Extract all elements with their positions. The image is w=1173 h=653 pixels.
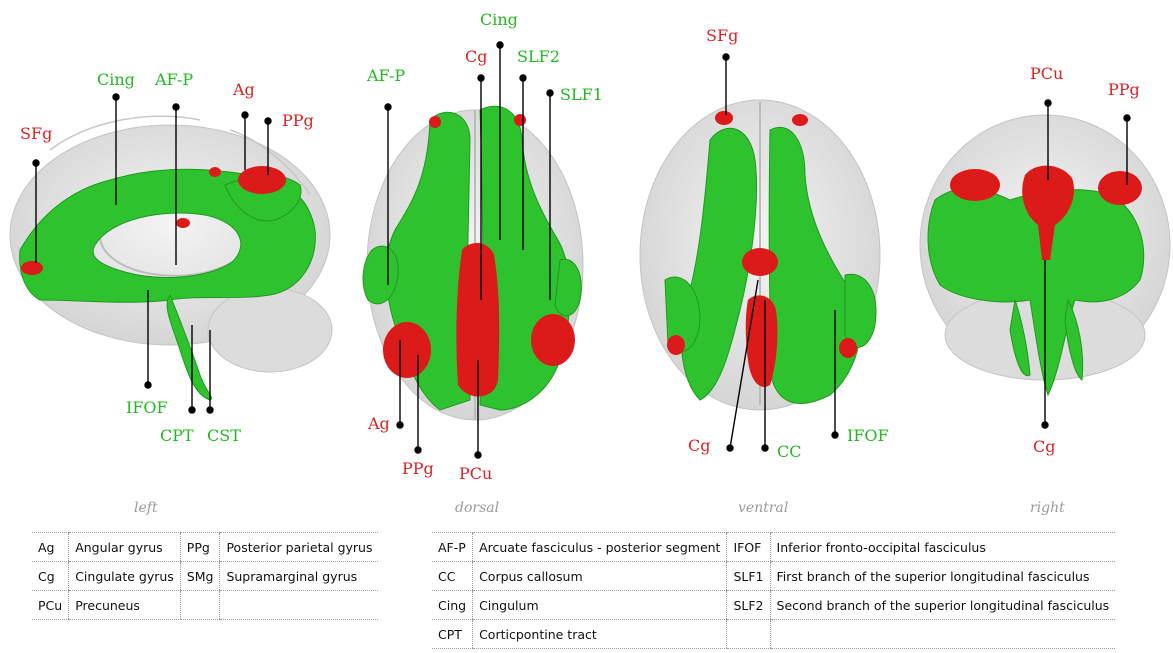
label-dorsal-ppg: PPg xyxy=(402,459,434,478)
legend-row: PCu Precuneus xyxy=(32,591,378,620)
label-dorsal-slf2: SLF2 xyxy=(517,47,560,66)
legend-name: Cingulate gyrus xyxy=(69,562,181,591)
legend-row: CC Corpus callosum SLF1 First branch of … xyxy=(432,562,1115,591)
legend-abbr: Cg xyxy=(32,562,69,591)
legend-abbr: SLF1 xyxy=(727,562,770,591)
label-right-ppg: PPg xyxy=(1108,80,1140,99)
legend-name: Corpus callosum xyxy=(473,562,727,591)
legend-abbr xyxy=(180,591,220,620)
legend-row: Ag Angular gyrus PPg Posterior parietal … xyxy=(32,533,378,562)
legend-name: Inferior fronto-occipital fasciculus xyxy=(770,533,1115,562)
legend-tracts-table: AF-P Arcuate fasciculus - posterior segm… xyxy=(432,532,1115,649)
legend-name: Precuneus xyxy=(69,591,181,620)
label-left-ppg: PPg xyxy=(282,111,314,130)
legend-abbr: AF-P xyxy=(432,533,473,562)
label-left-cing: Cing xyxy=(97,70,135,89)
view-label-left: left xyxy=(134,500,158,516)
legend-abbr: IFOF xyxy=(727,533,770,562)
legend-regions-table: Ag Angular gyrus PPg Posterior parietal … xyxy=(32,532,378,620)
legend-name xyxy=(770,620,1115,649)
legend-abbr: Ag xyxy=(32,533,69,562)
legend-row: AF-P Arcuate fasciculus - posterior segm… xyxy=(432,533,1115,562)
label-left-cst: CST xyxy=(207,426,241,445)
label-dorsal-ag: Ag xyxy=(368,414,390,433)
label-right-cg: Cg xyxy=(1033,437,1055,456)
label-left-ifof: IFOF xyxy=(126,398,168,417)
view-label-dorsal: dorsal xyxy=(455,500,499,516)
label-ventral-ifof: IFOF xyxy=(847,426,889,445)
label-dorsal-slf1: SLF1 xyxy=(560,85,603,104)
legend-abbr: PPg xyxy=(180,533,220,562)
legend-abbr: CPT xyxy=(432,620,473,649)
label-left-ag: Ag xyxy=(233,80,255,99)
legend-name: Supramarginal gyrus xyxy=(220,562,379,591)
label-left-afp: AF-P xyxy=(155,70,193,89)
legend-abbr: CC xyxy=(432,562,473,591)
legend-abbr: SLF2 xyxy=(727,591,770,620)
label-left-cpt: CPT xyxy=(160,426,194,445)
label-ventral-cc: CC xyxy=(777,442,801,461)
legend-name: First branch of the superior longitudina… xyxy=(770,562,1115,591)
label-dorsal-cing: Cing xyxy=(480,10,518,29)
brain-figure: SFg Cing AF-P Ag PPg IFOF CPT CST AF-P C… xyxy=(0,0,1173,490)
label-dorsal-pcu: PCu xyxy=(459,464,492,483)
legend-abbr: SMg xyxy=(180,562,220,591)
legend-name xyxy=(220,591,379,620)
label-left-sfg: SFg xyxy=(20,124,52,143)
label-right-pcu: PCu xyxy=(1030,64,1063,83)
label-dorsal-cg: Cg xyxy=(465,47,487,66)
legend-row: Cing Cingulum SLF2 Second branch of the … xyxy=(432,591,1115,620)
label-ventral-sfg: SFg xyxy=(706,26,738,45)
legend-name: Cingulum xyxy=(473,591,727,620)
legend-name: Posterior parietal gyrus xyxy=(220,533,379,562)
legend-abbr xyxy=(727,620,770,649)
legend-name: Second branch of the superior longitudin… xyxy=(770,591,1115,620)
label-dorsal-afp: AF-P xyxy=(367,66,405,85)
legend-abbr: Cing xyxy=(432,591,473,620)
view-label-ventral: ventral xyxy=(738,500,788,516)
label-ventral-cg: Cg xyxy=(688,436,710,455)
legend-name: Corticpontine tract xyxy=(473,620,727,649)
legend-abbr: PCu xyxy=(32,591,69,620)
view-label-right: right xyxy=(1030,500,1065,516)
legend-row: Cg Cingulate gyrus SMg Supramarginal gyr… xyxy=(32,562,378,591)
legend-name: Angular gyrus xyxy=(69,533,181,562)
legend-row: CPT Corticpontine tract xyxy=(432,620,1115,649)
legend-name: Arcuate fasciculus - posterior segment xyxy=(473,533,727,562)
